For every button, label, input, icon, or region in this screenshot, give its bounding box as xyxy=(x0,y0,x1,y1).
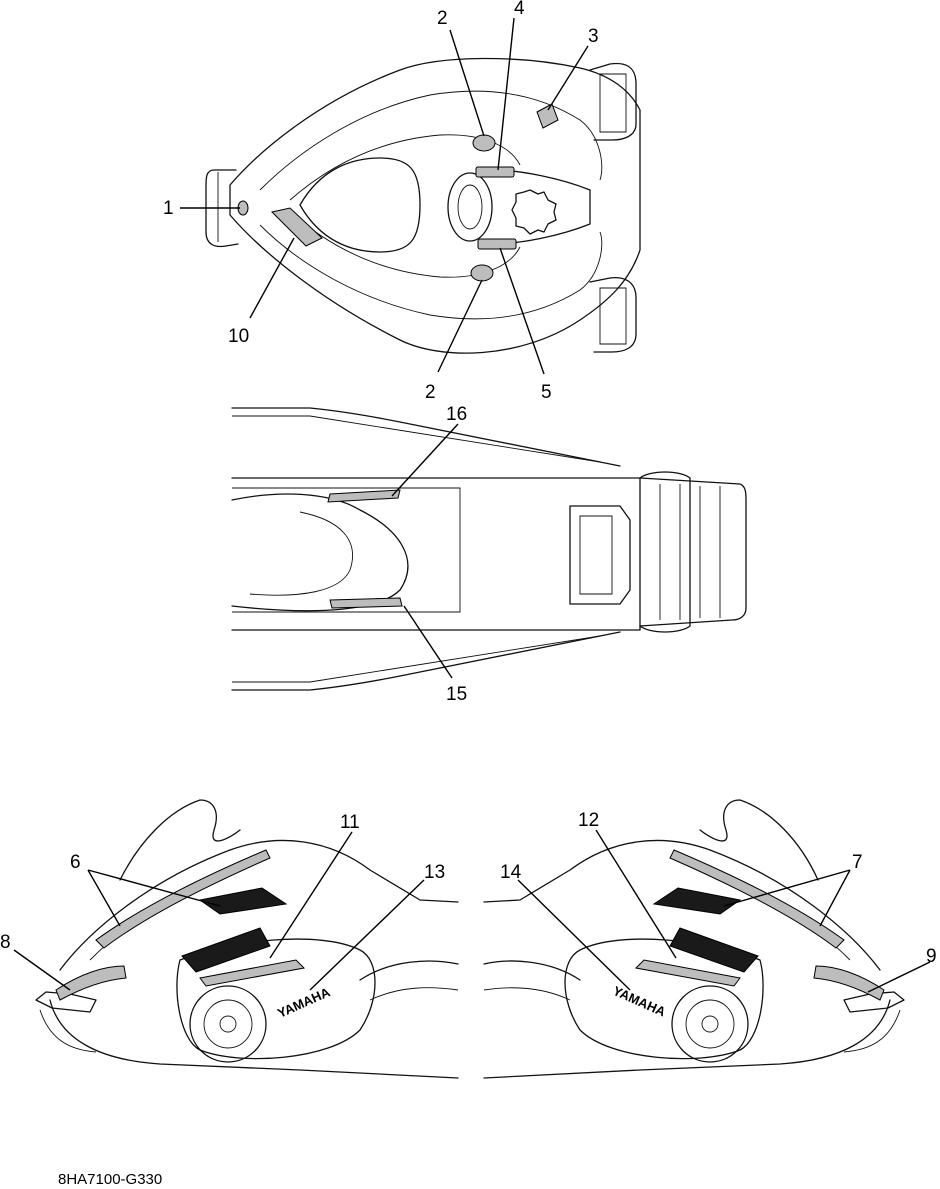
decal-6-lower-stripe xyxy=(95,849,271,949)
right-windshield xyxy=(699,799,819,881)
decal-8 xyxy=(55,965,127,1001)
right-hood xyxy=(483,839,881,971)
callout-9: 9 xyxy=(926,946,937,967)
top-view: 1 2 4 3 10 2 5 xyxy=(163,0,641,403)
decal-9 xyxy=(813,965,885,1001)
rear-rack xyxy=(639,477,747,627)
callout-15: 15 xyxy=(446,684,467,705)
callout-5: 5 xyxy=(541,382,552,403)
fuel-cap xyxy=(511,189,557,235)
left-bumper xyxy=(35,991,97,1013)
taillight xyxy=(569,505,631,605)
windshield xyxy=(299,157,421,253)
running-board-lower xyxy=(231,631,621,691)
callout-13: 13 xyxy=(424,862,445,883)
decal-2-lower xyxy=(470,264,494,282)
left-windshield xyxy=(119,799,241,881)
right-bumper xyxy=(843,991,905,1013)
callout-3: 3 xyxy=(588,26,599,47)
front-bumper xyxy=(205,169,239,248)
left-hood xyxy=(59,839,459,971)
grab-handle xyxy=(639,471,691,633)
right-side-view: YAMAHA 7 9 12 14 xyxy=(483,799,937,1079)
decal-5 xyxy=(477,238,517,250)
handlebar-pad xyxy=(447,172,493,242)
callout-11: 11 xyxy=(340,812,360,833)
left-yamaha-badge: YAMAHA xyxy=(275,984,333,1021)
callout-2-bottom: 2 xyxy=(425,382,436,403)
left-belly xyxy=(49,999,459,1079)
seat xyxy=(231,493,409,612)
right-yamaha-badge: YAMAHA xyxy=(611,983,669,1020)
decal-15 xyxy=(329,597,403,609)
drawing-code: 8HA7100-G330 xyxy=(58,1171,163,1188)
lower-ski-area xyxy=(589,276,637,353)
callout-1: 1 xyxy=(163,198,174,219)
decal-10 xyxy=(271,207,323,247)
callout-2-top: 2 xyxy=(437,8,448,29)
rear-view: 16 15 xyxy=(231,404,747,705)
right-clutch-cover xyxy=(671,985,749,1063)
decal-12-panel xyxy=(669,927,759,973)
decal-3 xyxy=(536,103,559,129)
decal-7-upper-stripe xyxy=(652,887,742,915)
decal-2-upper xyxy=(472,134,496,152)
decal-4 xyxy=(475,166,515,178)
callout-12: 12 xyxy=(578,810,599,831)
tunnel xyxy=(231,477,641,631)
callout-4: 4 xyxy=(514,0,525,19)
hood-outline xyxy=(229,57,641,354)
upper-ski-area xyxy=(589,62,637,141)
left-side-view: YAMAHA 6 8 11 13 xyxy=(0,799,459,1079)
callout-10: 10 xyxy=(228,326,249,347)
decal-11-panel xyxy=(181,927,271,973)
right-side-panel xyxy=(564,938,764,1060)
callout-7: 7 xyxy=(852,852,863,873)
left-side-panel xyxy=(176,938,376,1060)
decal-12-strip xyxy=(634,959,741,987)
callout-6: 6 xyxy=(70,852,81,873)
right-belly xyxy=(483,999,891,1079)
decal-16 xyxy=(327,489,401,503)
left-clutch-cover xyxy=(189,985,267,1063)
callout-16: 16 xyxy=(446,404,467,425)
decal-7-lower-stripe xyxy=(669,849,845,949)
callout-8: 8 xyxy=(0,932,11,953)
callout-14: 14 xyxy=(500,862,522,883)
decal-11-strip xyxy=(199,959,306,987)
decal-6-upper-stripe xyxy=(198,887,288,915)
running-board-upper xyxy=(231,407,621,467)
